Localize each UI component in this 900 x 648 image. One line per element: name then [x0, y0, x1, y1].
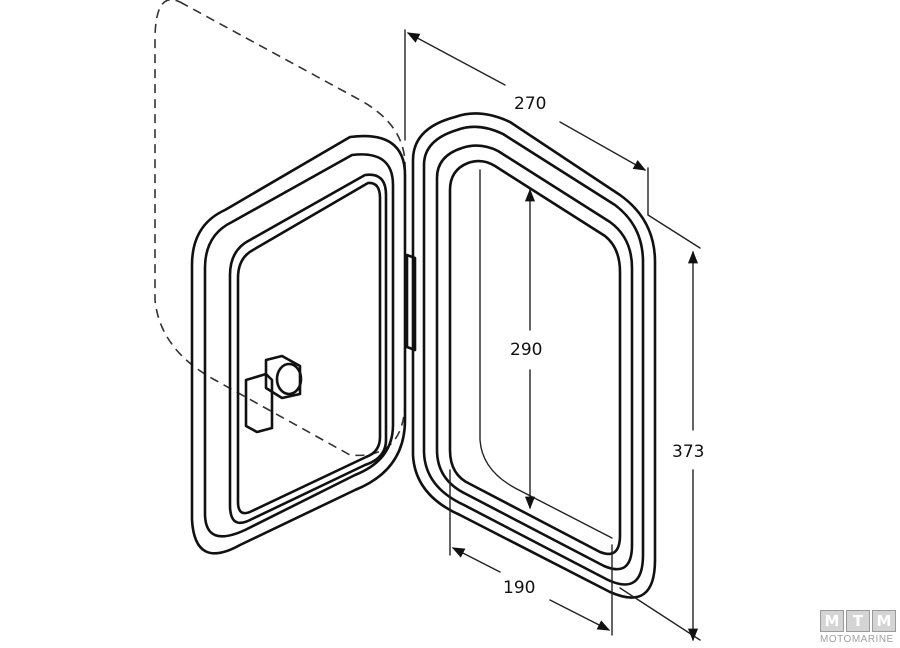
logo-letter: M: [872, 610, 896, 632]
dimension-270: 270: [404, 29, 649, 216]
dimension-290: 290: [510, 188, 542, 510]
dimension-190: 190: [449, 469, 613, 636]
logo-letter: M: [820, 610, 844, 632]
latch-handle: [244, 354, 303, 434]
hatch-lid: [190, 134, 407, 555]
dimension-label-width-top: 270: [514, 94, 546, 114]
logo-letter: T: [846, 610, 870, 632]
dimension-label-width-bottom: 190: [503, 578, 535, 598]
motomarine-logo: M T M MOTOMARINE: [820, 610, 898, 646]
dimension-label-height-opening: 290: [510, 340, 542, 360]
dimension-373: 373: [619, 214, 704, 642]
open-lid-phantom-outline: [154, 0, 406, 457]
hatch-frame: [411, 112, 657, 599]
dimension-label-height-overall: 373: [672, 442, 704, 462]
logo-subtitle: MOTOMARINE: [820, 634, 894, 645]
logo-letters: M T M: [820, 610, 898, 632]
